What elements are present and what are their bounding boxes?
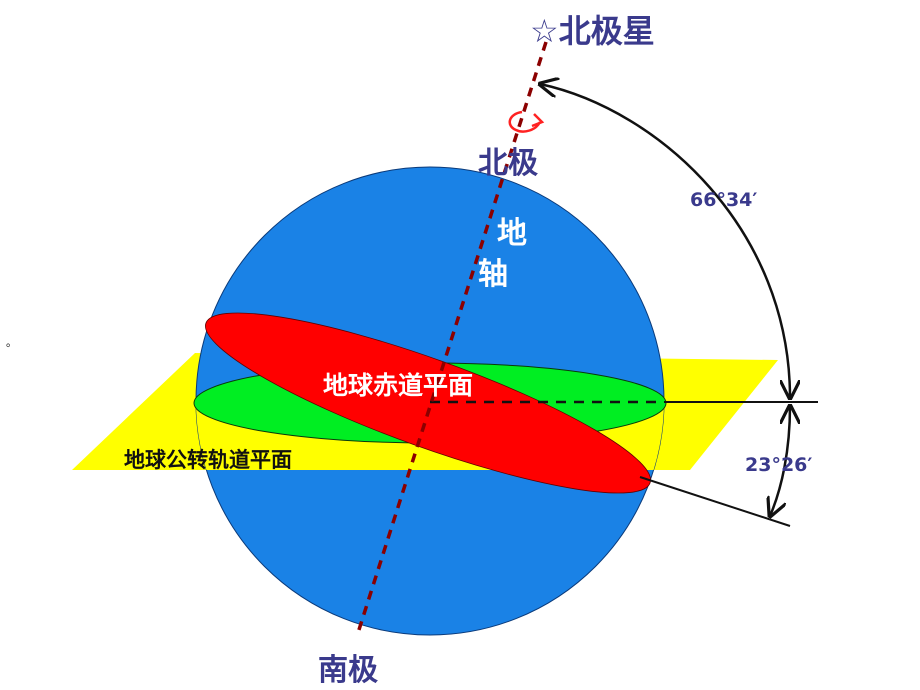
angle-arc-66 (540, 84, 790, 398)
rotation-arrow-icon (508, 110, 545, 133)
angle-arc-23 (770, 406, 790, 516)
earth-axis (355, 41, 548, 637)
north-pole-label: 北极 (478, 146, 538, 181)
angle-66-label: 66°34′ (690, 189, 757, 211)
polaris-label: ☆北极星 (530, 12, 655, 50)
equator-extension-line (639, 476, 791, 527)
equator-plane-ellipse (205, 312, 651, 494)
stray-mark: 。 (6, 336, 17, 349)
earth-axis-label-2: 轴 (478, 257, 508, 292)
orbit-plane-label: 地球公转轨道平面 (124, 448, 292, 472)
earth-axis-label-1: 地 (497, 216, 527, 251)
south-pole-label: 南极 (318, 653, 378, 688)
equator-plane-label: 地球赤道平面 (323, 371, 473, 400)
angle-23-label: 23°26′ (745, 454, 812, 476)
